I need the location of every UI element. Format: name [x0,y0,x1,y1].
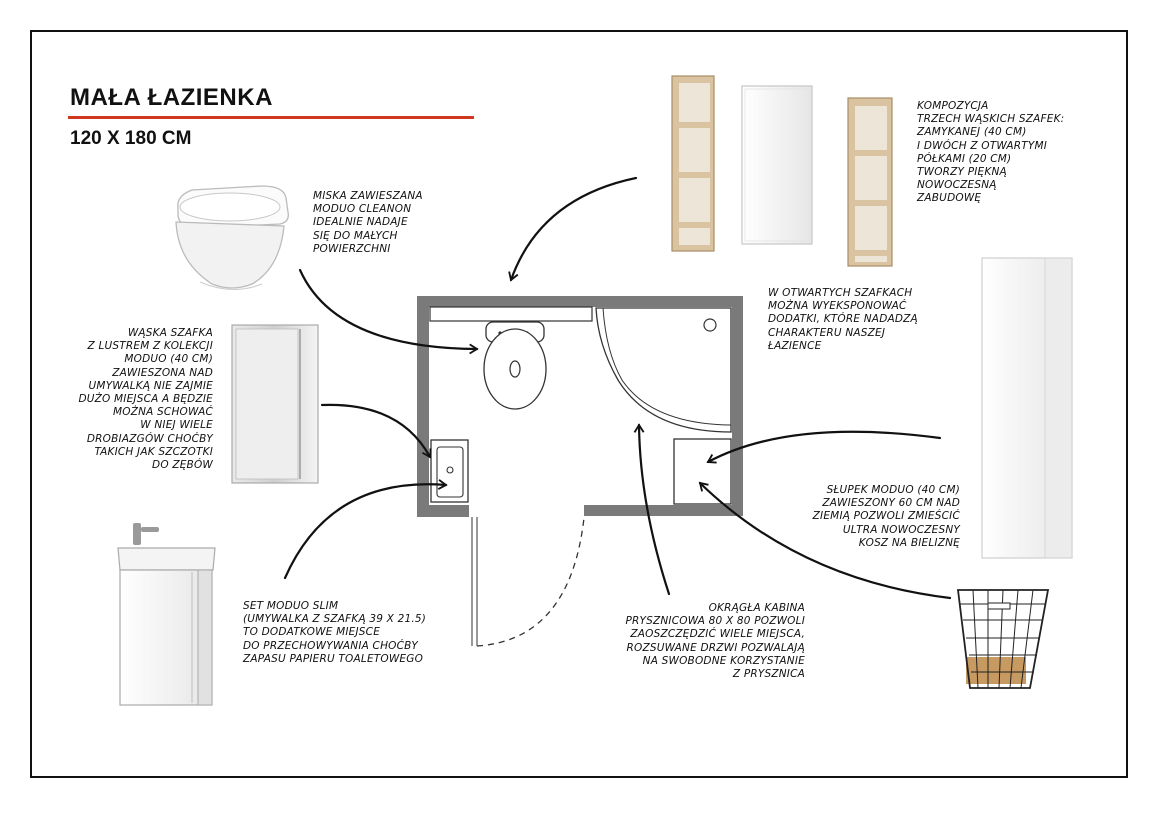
arrow-toilet [298,268,479,355]
laundry-basket-illustration [956,589,1050,689]
door-plan [471,517,585,647]
wall-top [417,296,743,307]
cabinet-composition-illustration [671,75,893,267]
sink-set-illustration [117,523,216,706]
arrow-cabinets [508,176,638,282]
closed-cabinet [741,85,813,245]
note-cabinets-composition: KOMPOZYCJA TRZECH WĄSKICH SZAFEK: ZAMYKA… [917,100,1065,205]
arrow-shower [633,423,671,596]
floor-plan [417,296,743,647]
arrows [283,176,952,600]
wall-bottom-left [417,505,469,517]
arrow-tall-cabinet [706,430,942,464]
page-title: MAŁA ŁAZIENKA [70,84,273,111]
tall-cabinet-illustration [981,257,1073,559]
title-underline [68,116,474,119]
wall-right [732,296,743,515]
arrow-mirror-cabinet [320,403,432,459]
note-shower: OKRĄGŁA KABINA PRYSZNICOWA 80 X 80 POZWO… [625,602,805,681]
note-toilet: MISKA ZAWIESZANA MODUO CLEANON IDEALNIE … [313,190,423,255]
wall-cabinets-plan [429,306,593,322]
shower-plan [595,307,732,433]
note-tall-cabinet: SŁUPEK MODUO (40 CM) ZAWIESZONY 60 CM NA… [812,484,960,549]
tall-cabinet-plan [673,438,732,505]
note-sink-set: SET MODUO SLIM (UMYWALKA Z SZAFKĄ 39 x 2… [243,600,427,665]
page-subtitle: 120 X 180 CM [70,128,192,149]
note-mirror-cabinet: WĄSKA SZAFKA Z LUSTREM Z KOLEKCJI MODUO … [78,327,213,472]
toilet-illustration [175,185,289,291]
mirror-cabinet-illustration [231,324,319,484]
arrow-basket [698,481,952,600]
page-frame [30,30,1128,778]
sink-plan [430,439,469,503]
arrow-sink [283,479,448,580]
wall-left [417,296,429,517]
open-shelf-cabinet-left [671,75,715,252]
open-shelf-cabinet-right [847,97,893,267]
toilet-plan [483,321,547,410]
note-open-shelves: W OTWARTYCH SZAFKACH MOŻNA WYEKSPONOWAĆ … [768,287,918,352]
wall-bottom-right [584,505,743,516]
